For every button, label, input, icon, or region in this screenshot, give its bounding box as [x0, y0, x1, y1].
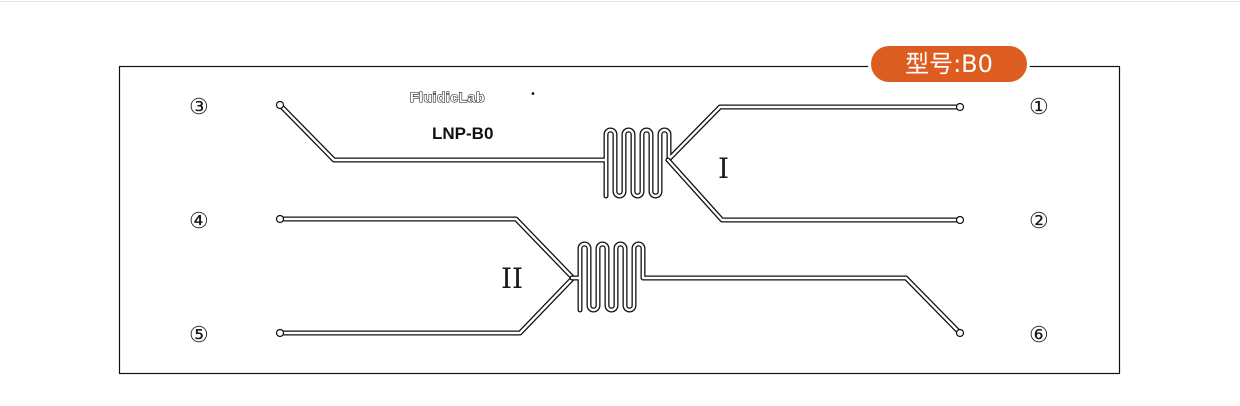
- chip-outline: [118, 65, 1121, 375]
- port-label-2: ②: [1029, 209, 1049, 234]
- port-label-6: ⑥: [1029, 323, 1049, 348]
- port-label-4: ④: [189, 209, 209, 234]
- chip-model-label: LNP-B0: [432, 124, 493, 143]
- port-hole: [955, 102, 965, 112]
- port-hole: [955, 328, 965, 338]
- brand-registered-mark: •: [530, 89, 536, 100]
- port-label-5: ⑤: [189, 323, 209, 348]
- channel-path-inner: [278, 217, 574, 279]
- junction-label-upper: I: [718, 152, 729, 185]
- port-hole: [275, 328, 285, 338]
- channel-path-inner: [666, 158, 962, 222]
- port-hole: [275, 100, 285, 110]
- port-holes: [275, 100, 965, 338]
- channel-network: [277, 102, 963, 336]
- channel-path-inner: [278, 103, 962, 198]
- channel-path-inner: [570, 242, 962, 335]
- model-badge: 型号:B0: [868, 43, 1030, 85]
- brand-logo: FluidicLab: [410, 89, 485, 105]
- port-hole: [955, 215, 965, 225]
- port-label-3: ③: [189, 95, 209, 120]
- junction-label-lower: II: [501, 262, 523, 295]
- channel-path-inner: [278, 277, 574, 335]
- port-label-1: ①: [1029, 95, 1049, 120]
- port-hole: [275, 214, 285, 224]
